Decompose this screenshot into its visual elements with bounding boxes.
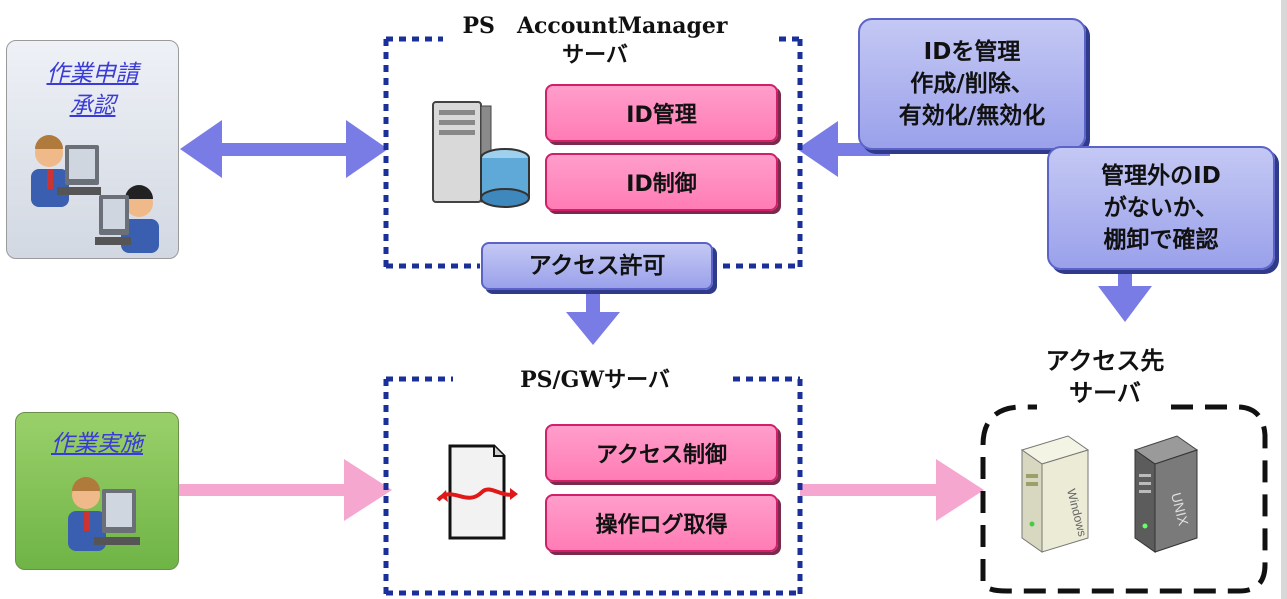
am-server-title: PS AccountManager [462,13,728,39]
db-server-icon [432,101,530,208]
windows-server-icon: Windows [1020,435,1089,553]
callout-line: 有効化/無効化 [898,103,1046,129]
am-server-subtitle: サーバ [562,43,628,68]
callout-line: IDを管理 [923,39,1021,65]
approval-label[interactable]: 承認 [69,93,116,119]
callout-line: 作成/削除、 [910,71,1034,97]
id-management-callout: IDを管理 作成/削除、 有効化/無効化 [858,18,1086,150]
callout-line: がないか、 [1103,195,1219,221]
gw-server-frame [383,376,803,596]
request-label[interactable]: 作業申請 [46,61,139,87]
operators-icon [31,135,159,253]
work-pink-arrow [178,459,392,521]
callout-line: 管理外のID [1101,163,1221,189]
id-control-module: ID制御 [545,153,778,211]
target-server-title: アクセス先 [1045,347,1165,375]
check-down-arrow [1098,270,1152,322]
gw-server-title: PS/GWサーバ [520,367,670,393]
edge-strip [1281,0,1287,599]
unix-server-icon: UNIX [1133,435,1199,553]
target-pink-arrow [800,459,984,521]
request-double-arrow [180,120,388,178]
work-execution-box: 作業実施 [15,412,179,570]
target-server-frame [980,404,1268,594]
work-label[interactable]: 作業実施 [51,431,143,457]
callout-line: 棚卸で確認 [1103,227,1219,253]
access-permission-label: アクセス許可 [481,242,713,290]
operation-log-module: 操作ログ取得 [545,494,778,552]
inventory-check-callout: 管理外のID がないか、 棚卸で確認 [1047,146,1275,270]
gateway-server-icon [436,444,518,540]
request-approval-box: 作業申請 承認 [6,40,179,259]
operator-icon [68,477,140,551]
id-management-module: ID管理 [545,84,778,142]
target-server-subtitle: サーバ [1069,379,1141,407]
access-control-module: アクセス制御 [545,424,778,482]
access-down-arrow [566,290,620,345]
am-server-frame [383,36,803,269]
